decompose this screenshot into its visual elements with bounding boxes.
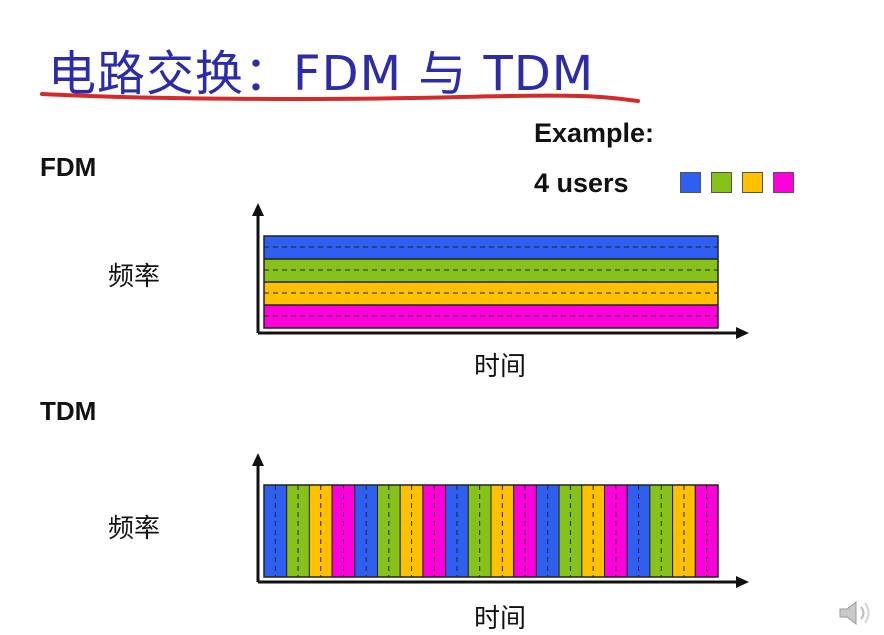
- legend-swatch-user1: [680, 172, 701, 193]
- fdm-y-axis-label: 频率: [108, 262, 161, 292]
- title-underline: [40, 92, 640, 103]
- fdm-label: FDM: [40, 152, 97, 182]
- tdm-label: TDM: [40, 396, 97, 426]
- example-users: 4 users: [534, 168, 629, 198]
- legend-swatch-user2: [711, 172, 732, 193]
- legend-swatch-user3: [742, 172, 763, 193]
- tdm-slots: [263, 484, 719, 578]
- speaker-icon[interactable]: [836, 598, 876, 628]
- fdm-axes: [256, 212, 740, 335]
- page-title: 电路交换：FDM 与 TDM: [48, 46, 595, 102]
- fdm-diagram: [252, 203, 749, 339]
- fdm-x-axis-label: 时间: [474, 352, 527, 382]
- tdm-x-axis-label: 时间: [474, 604, 527, 634]
- legend-swatch-user4: [773, 172, 794, 193]
- example-title: Example:: [534, 118, 655, 148]
- tdm-axes: [256, 462, 740, 584]
- tdm-y-axis-label: 频率: [108, 514, 161, 544]
- tdm-diagram: [252, 453, 749, 588]
